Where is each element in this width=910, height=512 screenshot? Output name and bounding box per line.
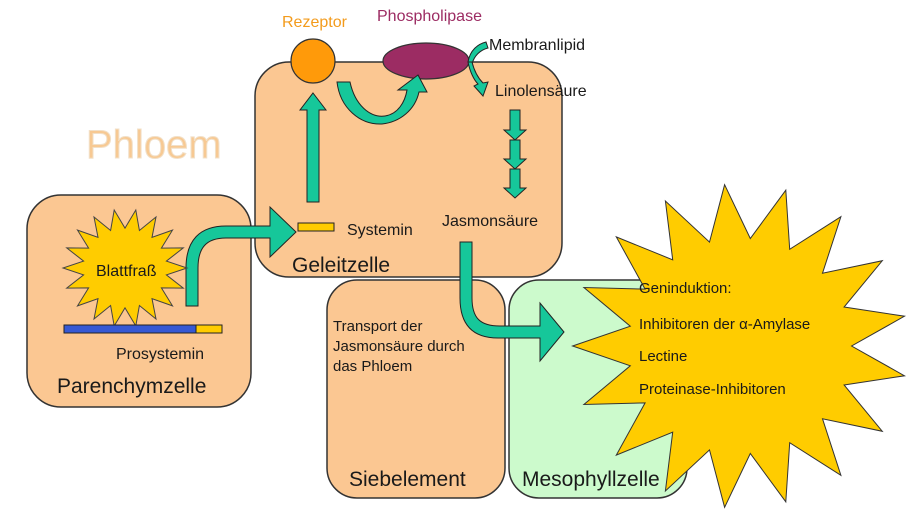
receptor-icon — [290, 38, 336, 84]
label-siebelement: Siebelement — [349, 468, 466, 491]
geninduktion-star-icon — [571, 183, 907, 509]
cell-siebelement — [326, 279, 506, 499]
geninduktion-item-2: Lectine — [639, 348, 687, 365]
label-transport-line-1: Transport der — [333, 318, 422, 335]
geninduktion-item-3: Proteinase-Inhibitoren — [639, 381, 786, 398]
label-transport-line-2: Jasmonsäure durch — [333, 338, 465, 355]
geninduktion-item-1: Inhibitoren der α-Amylase — [639, 316, 810, 333]
label-systemin: Systemin — [347, 222, 413, 239]
label-parenchymzelle: Parenchymzelle — [57, 375, 206, 398]
label-transport-line-3: das Phloem — [333, 358, 412, 375]
arrow-chain-to-jasmonsaeure — [502, 109, 528, 199]
arrow-systemin-to-receptor — [298, 92, 328, 203]
prosystemin-systemin-segment — [195, 324, 223, 334]
label-geninduktion: Geninduktion: — [639, 280, 732, 297]
label-linolensaeure: Linolensäure — [495, 83, 587, 100]
label-geleitzelle: Geleitzelle — [292, 254, 390, 277]
label-mesophyllzelle: Mesophyllzelle — [522, 468, 660, 491]
label-jasmonsaeure: Jasmonsäure — [442, 213, 538, 230]
label-prosystemin: Prosystemin — [116, 346, 204, 363]
label-rezeptor: Rezeptor — [282, 14, 348, 31]
blattfrass-star-icon — [61, 208, 189, 328]
label-phospholipase: Phospholipase — [377, 8, 482, 25]
diagram-title: Phloem — [86, 123, 222, 167]
label-blattfrass: Blattfraß — [96, 263, 157, 280]
systemin-bar — [297, 222, 335, 232]
arrow-to-linolensaeure — [467, 61, 489, 97]
arrow-jasmonsaeure-to-mesophyll — [459, 241, 565, 363]
phospholipase-icon — [382, 42, 470, 80]
label-membranlipid: Membranlipid — [489, 37, 585, 54]
arrow-receptor-to-phospholipase — [336, 74, 428, 125]
arrow-parenchym-to-geleit — [185, 205, 297, 307]
arrow-membranlipid — [467, 41, 489, 65]
prosystemin-bar — [63, 324, 197, 334]
